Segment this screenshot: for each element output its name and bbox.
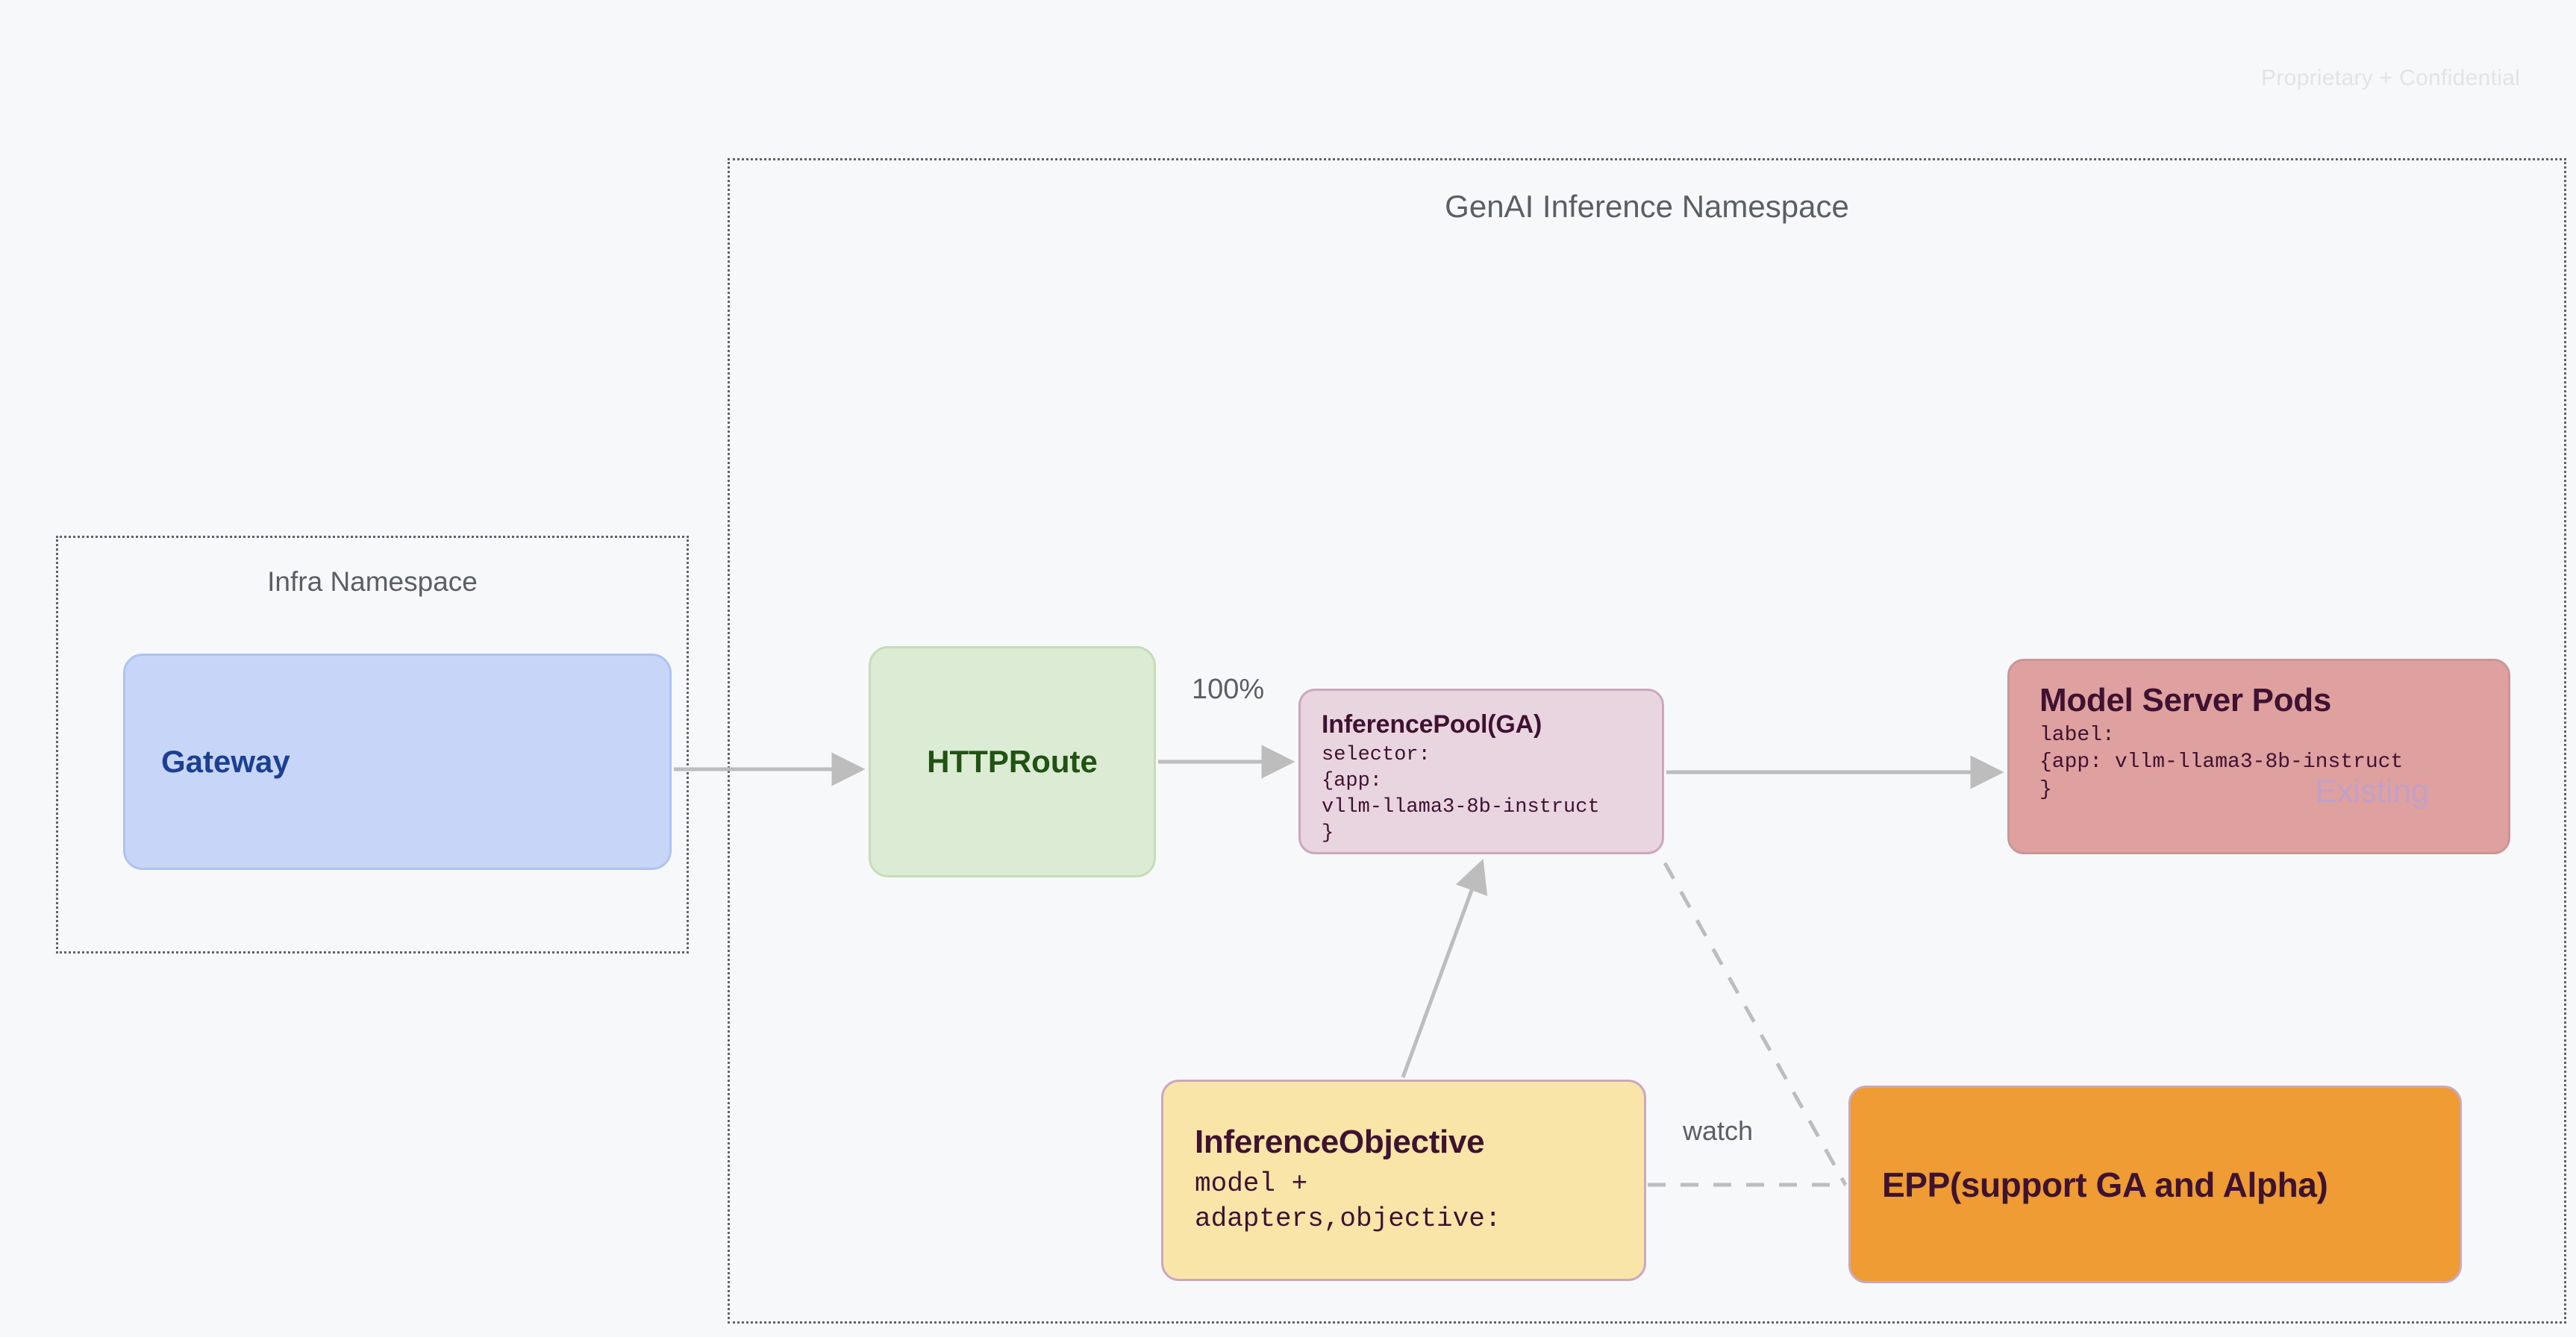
node-gateway-title: Gateway	[161, 744, 290, 779]
namespace-genai-inference: GenAI Inference Namespace	[728, 158, 2566, 1324]
node-inferencepool-selector: selector: {app: vllm-llama3-8b-instruct …	[1322, 744, 1600, 845]
node-inference-objective-spec: model + adapters,objective:	[1195, 1168, 1501, 1234]
namespace-infra: Infra Namespace	[56, 536, 689, 954]
node-inferencepool[interactable]: InferencePool(GA) selector: {app: vllm-l…	[1298, 689, 1664, 854]
watermark-proprietary-confidential: Proprietary + Confidential	[2261, 66, 2521, 90]
edge-inferencepool-to-epp	[1631, 804, 1848, 1186]
node-httproute-title: HTTPRoute	[927, 744, 1098, 779]
node-model-server-pods-label: label: {app: vllm-llama3-8b-instruct }	[2039, 724, 2404, 801]
namespace-genai-title: GenAI Inference Namespace	[1445, 189, 1849, 224]
node-model-server-pods-title: Model Server Pods	[2039, 682, 2332, 718]
node-gateway[interactable]: Gateway	[123, 654, 672, 870]
edge-label-traffic-weight: 100%	[1192, 674, 1265, 705]
edge-inferenceobjective-to-inferencepool	[1401, 858, 1488, 1078]
edge-label-watch: watch	[1683, 1115, 1754, 1146]
node-inferencepool-title: InferencePool(GA)	[1322, 710, 1542, 739]
node-epp-title: EPP(support GA and Alpha)	[1882, 1165, 2328, 1204]
status-badge-existing: Existing	[2315, 773, 2430, 810]
node-inference-objective[interactable]: InferenceObjective model + adapters,obje…	[1161, 1080, 1646, 1281]
node-httproute[interactable]: HTTPRoute	[869, 646, 1156, 877]
namespace-infra-title: Infra Namespace	[267, 566, 478, 597]
node-model-server-pods[interactable]: Model Server Pods label: {app: vllm-llam…	[2007, 659, 2510, 854]
node-epp[interactable]: EPP(support GA and Alpha)	[1848, 1086, 2462, 1283]
node-inference-objective-title: InferenceObjective	[1195, 1124, 1485, 1160]
